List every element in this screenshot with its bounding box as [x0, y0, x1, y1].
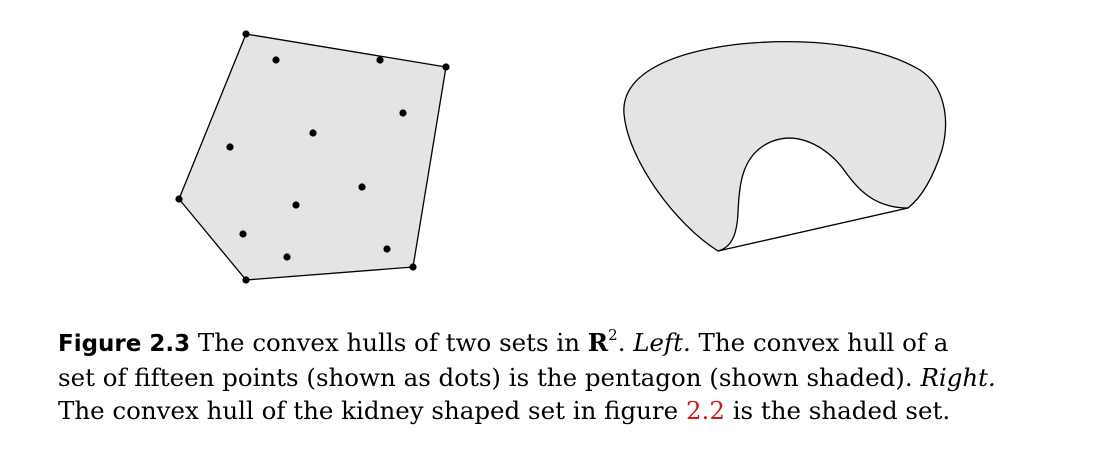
interior-point-dot — [376, 56, 384, 64]
figure-caption: Figure 2.3 The convex hulls of two sets … — [58, 326, 1068, 427]
hull-vertex-dots — [175, 30, 450, 284]
interior-point-dots — [226, 56, 407, 261]
hull-vertex-dot — [242, 276, 250, 284]
interior-point-dot — [272, 56, 280, 64]
hull-vertex-dot — [175, 195, 183, 203]
interior-point-dot — [358, 183, 366, 191]
interior-point-dot — [399, 109, 407, 117]
caption-line-2: set of fifteen points (shown as dots) is… — [58, 361, 1068, 394]
dimension-exponent: 2 — [608, 326, 618, 344]
interior-point-dot — [226, 143, 234, 151]
kidney-hull-chord — [717, 207, 909, 252]
interior-point-dot — [239, 230, 247, 238]
caption-line-3: The convex hull of the kidney shaped set… — [58, 394, 1068, 427]
caption-text: The convex hull of a — [690, 328, 949, 357]
interior-point-dot — [309, 129, 317, 137]
kidney-convex-hull-shape — [623, 41, 947, 252]
caption-text: . — [617, 328, 634, 357]
left-panel-point-set — [175, 30, 450, 284]
caption-text: The convex hull of the kidney shaped set… — [58, 396, 686, 425]
pentagon-convex-hull — [178, 33, 447, 281]
interior-point-dot — [383, 245, 391, 253]
interior-point-dot — [292, 201, 300, 209]
figure-illustration — [175, 30, 947, 284]
hull-vertex-dot — [242, 30, 250, 38]
caption-text: set of fifteen points (shown as dots) is… — [58, 363, 921, 392]
real-space-symbol: R — [587, 328, 609, 357]
interior-point-dot — [283, 253, 291, 261]
figure-reference-link[interactable]: 2.2 — [685, 396, 725, 425]
hull-vertex-dot — [442, 63, 450, 71]
hull-vertex-dot — [409, 263, 417, 271]
caption-text: is the shaded set. — [724, 396, 951, 425]
left-panel-label: Left. — [633, 328, 691, 357]
figure-label: Figure 2.3 — [58, 331, 191, 357]
caption-text: The convex hulls of two sets in — [190, 328, 588, 357]
caption-line-1: Figure 2.3 The convex hulls of two sets … — [58, 326, 1068, 361]
right-panel-label: Right. — [920, 363, 996, 392]
right-panel-kidney-hull — [623, 41, 947, 252]
